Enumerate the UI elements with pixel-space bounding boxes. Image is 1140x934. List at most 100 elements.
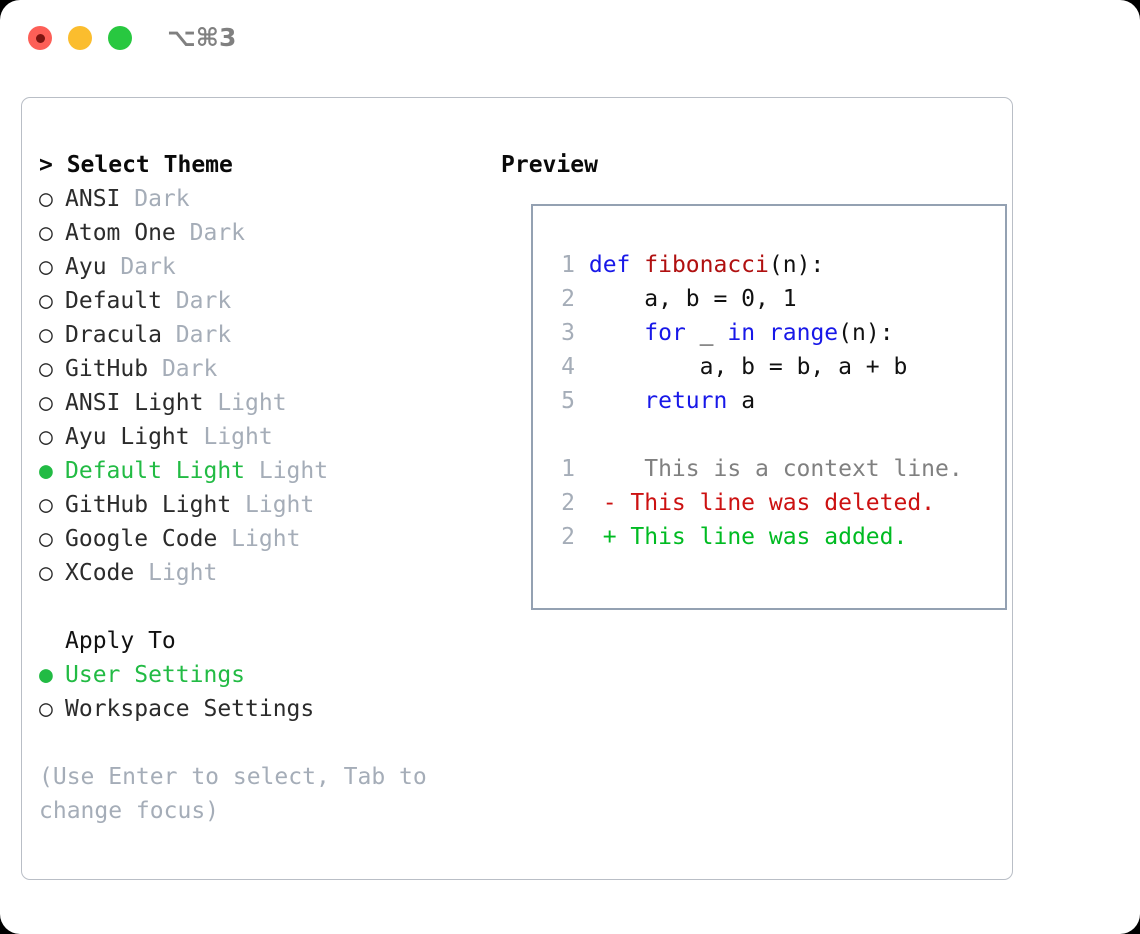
- theme-option-label: Ayu Light: [65, 424, 190, 450]
- theme-option-ansi-light[interactable]: ○ ANSI Light Light: [39, 386, 479, 420]
- theme-option-default[interactable]: ○ Default Dark: [39, 284, 479, 318]
- list-spacer: [39, 590, 479, 624]
- theme-option-variant: Dark: [106, 254, 176, 280]
- code-token-kw: for: [644, 320, 686, 346]
- theme-option-label: Atom One: [65, 220, 176, 246]
- gutter-space: [575, 388, 589, 414]
- select-theme-heading: > Select Theme: [39, 152, 233, 178]
- code-token-plain: (n):: [838, 320, 894, 346]
- theme-option-label: ANSI Light: [65, 390, 204, 416]
- theme-option-label: Google Code: [65, 526, 218, 552]
- line-number: 1: [561, 456, 575, 482]
- theme-option-label: Default Light: [65, 458, 246, 484]
- theme-option-variant: Dark: [120, 186, 190, 212]
- title-bar: ⌥⌘3: [0, 0, 1140, 78]
- gutter-space: [575, 320, 589, 346]
- apply-to-heading: Apply To: [65, 628, 176, 654]
- theme-list: ○ANSI Dark○Atom One Dark○Ayu Dark○Defaul…: [39, 182, 479, 590]
- theme-option-variant: Dark: [175, 220, 246, 246]
- zoom-button[interactable]: [108, 26, 132, 50]
- theme-option-variant: Light: [134, 560, 218, 586]
- code-token-plain: (n):: [768, 252, 825, 278]
- preview-column: Preview 1 def fibonacci(n):2 a, b = 0, 1…: [501, 148, 1007, 610]
- radio-selected-icon: ●: [39, 662, 53, 688]
- theme-option-label: XCode: [65, 560, 135, 586]
- theme-picker-column: > Select Theme ○ANSI Dark○Atom One Dark○…: [39, 148, 479, 828]
- theme-option-label: GitHub: [65, 356, 149, 382]
- radio-unselected-icon: ○: [39, 322, 53, 348]
- theme-option-label: Dracula: [65, 322, 162, 348]
- radio-unselected-icon: ○: [39, 492, 53, 518]
- keyboard-hint: (Use Enter to select, Tab to change focu…: [39, 764, 427, 824]
- hint-spacer: [39, 726, 479, 760]
- radio-unselected-icon: ○: [39, 526, 53, 552]
- theme-option-variant: Light: [203, 390, 287, 416]
- theme-option-github[interactable]: ○ GitHub Dark: [39, 352, 479, 386]
- radio-unselected-icon: ○: [39, 424, 53, 450]
- diff-sample: 1 This is a context line.2 - This line w…: [545, 452, 997, 554]
- code-token-plain: _: [685, 320, 728, 346]
- diff-line-del: 2 - This line was deleted.: [545, 486, 997, 520]
- code-line: 5 return a: [545, 384, 997, 418]
- diff-line-text: This is a context line.: [575, 456, 963, 482]
- line-number: 5: [561, 388, 575, 414]
- radio-unselected-icon: ○: [39, 254, 53, 280]
- theme-option-ansi[interactable]: ○ANSI Dark: [39, 182, 479, 216]
- theme-option-atom-one[interactable]: ○ Atom One Dark: [39, 216, 479, 250]
- gutter-space: [575, 252, 589, 278]
- minimize-button[interactable]: [68, 26, 92, 50]
- code-token-plain: a, b = 0, 1: [588, 286, 797, 312]
- code-token-plain: [589, 320, 644, 346]
- apply-to-option-workspace-settings[interactable]: ○ Workspace Settings: [39, 692, 479, 726]
- line-number: 4: [561, 354, 575, 380]
- theme-option-github-light[interactable]: ○GitHub Light Light: [39, 488, 479, 522]
- gutter-space: [575, 286, 589, 312]
- close-icon: [35, 33, 45, 43]
- gutter-space: [575, 354, 589, 380]
- radio-unselected-icon: ○: [39, 390, 53, 416]
- theme-option-dracula[interactable]: ○ Dracula Dark: [39, 318, 479, 352]
- line-number: 1: [561, 252, 575, 278]
- theme-option-variant: Dark: [148, 356, 218, 382]
- theme-option-default-light[interactable]: ●Default Light Light: [39, 454, 479, 488]
- apply-to-option-label: Workspace Settings: [65, 696, 315, 722]
- code-token-kw: range: [768, 320, 839, 346]
- line-number: 2: [561, 524, 575, 550]
- diff-spacer: [545, 418, 997, 452]
- preview-heading: Preview: [501, 152, 598, 178]
- apply-to-list: ● User Settings ○ Workspace Settings: [39, 658, 479, 726]
- close-button[interactable]: [28, 26, 52, 50]
- theme-option-google-code[interactable]: ○ Google Code Light: [39, 522, 479, 556]
- theme-option-ayu[interactable]: ○ Ayu Dark: [39, 250, 479, 284]
- theme-option-variant: Dark: [161, 322, 232, 348]
- apply-to-option-label: User Settings: [65, 662, 246, 688]
- radio-unselected-icon: ○: [39, 696, 53, 722]
- diff-line-text: + This line was added.: [575, 524, 908, 550]
- apply-to-option-user-settings[interactable]: ● User Settings: [39, 658, 479, 692]
- theme-option-variant: Dark: [161, 288, 232, 314]
- code-line: 3 for _ in range(n):: [545, 316, 997, 350]
- diff-line-text: - This line was deleted.: [575, 490, 936, 516]
- theme-option-label: Ayu: [65, 254, 107, 280]
- theme-option-variant: Light: [217, 526, 301, 552]
- theme-option-label: ANSI: [65, 186, 121, 212]
- window-title: ⌥⌘3: [167, 23, 237, 52]
- code-token-kw: return: [644, 388, 728, 414]
- radio-unselected-icon: ○: [39, 220, 53, 246]
- code-line: 4 a, b = b, a + b: [545, 350, 997, 384]
- diff-line-ctx: 1 This is a context line.: [545, 452, 997, 486]
- radio-unselected-icon: ○: [39, 288, 53, 314]
- code-token-kw: def: [588, 252, 645, 278]
- theme-option-label: Default: [65, 288, 162, 314]
- code-line: 2 a, b = 0, 1: [545, 282, 997, 316]
- radio-unselected-icon: ○: [39, 356, 53, 382]
- radio-unselected-icon: ○: [39, 560, 53, 586]
- theme-option-ayu-light[interactable]: ○Ayu Light Light: [39, 420, 479, 454]
- theme-option-xcode[interactable]: ○ XCode Light: [39, 556, 479, 590]
- line-number: 2: [561, 490, 575, 516]
- code-line: 1 def fibonacci(n):: [545, 248, 997, 282]
